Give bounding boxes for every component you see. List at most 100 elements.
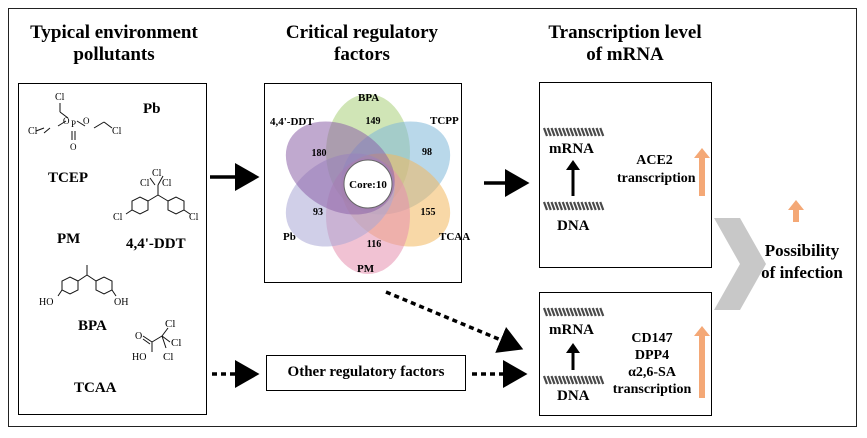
tcep-structure [35,103,113,140]
venn-label-tcpp: TCPP [430,115,459,127]
factors-header-line1: Critical regulatory [285,22,439,43]
helix-stroke [546,201,552,211]
bpa-ho: HO [39,297,53,308]
chevron-right-icon [714,218,766,310]
helix-stroke [591,375,597,385]
helix-stroke [576,307,582,317]
helix-stroke [542,201,549,211]
cd147-line1: CD147 [631,331,673,346]
transcription-header-line2: of mRNA [586,44,664,65]
tcep-p: P [71,119,76,129]
tcaa-o: O [135,331,142,342]
cd147-line2: DPP4 [634,348,670,363]
ace2-line1: ACE2 [636,153,673,168]
helix-stroke [565,127,571,137]
helix-stroke [587,375,594,385]
cd147-text: CD147 DPP4 α2,6-SA transcription [612,330,692,398]
helix-stroke [572,307,579,317]
helix-stroke [591,201,597,211]
tcaa-cl-top: Cl [165,318,175,330]
tcep-o-bottom: O [70,142,77,152]
upregulation-arrows [694,148,804,398]
helix-stroke [554,307,560,317]
helix-stroke [569,375,575,385]
venn-label-tcaa: TCAA [439,231,470,243]
helix-stroke [587,127,594,137]
tcep-o-left: O [63,116,70,126]
helix-stroke [550,201,556,211]
helix-stroke [576,375,582,385]
helix-stroke [599,375,605,385]
tcep-cl-top: Cl [55,92,65,103]
helix-stroke [599,307,605,317]
helix-stroke [587,201,594,211]
helix-stroke [584,127,590,137]
arrow-venn-to-cd147 [385,290,524,353]
helix-stroke [554,201,560,211]
helix-stroke [595,375,601,385]
ddt-cl-ring-left: Cl [113,212,123,223]
helix-stroke [572,375,579,385]
transcription-header: Transcription level of mRNA [520,22,730,66]
ddt-cl-left: Cl [140,178,150,189]
mrna-helix-ace2 [542,127,605,137]
pollutant-tcep: TCEP [48,170,89,186]
helix-stroke [595,307,601,317]
cd147-transcribe-arrowhead [566,343,580,353]
figure-frame [8,8,857,427]
helix-stroke [557,307,564,317]
bpa-oh: OH [114,297,128,308]
helix-stroke [542,307,549,317]
helix-stroke [557,127,564,137]
transcription-header-line1: Transcription level [548,22,702,43]
helix-stroke [595,201,601,211]
ace2-transcribe-arrowhead [566,160,580,170]
venn-count-ddt: 180 [312,148,327,159]
venn-count-bpa: 149 [366,116,381,127]
venn-core-label: Core:10 [349,179,387,191]
cd147-line3: α2,6-SA [628,365,676,380]
helix-stroke [584,375,590,385]
up-arrow-shaft [699,334,705,398]
venn-count-tcaa: 155 [421,207,436,218]
tcaa-structure [142,327,171,352]
pollutants-header: Typical environment pollutants [14,22,214,66]
other-factors-label: Other regulatory factors [287,364,445,380]
helix-stroke [554,127,560,137]
helix-stroke [580,375,586,385]
ddt-cl-right: Cl [162,178,172,189]
helix-stroke [561,127,567,137]
helix-stroke [546,375,552,385]
tcaa-ho: HO [132,352,146,363]
ace2-text: ACE2 transcription [617,152,696,188]
pollutant-bpa: BPA [78,318,107,334]
venn-label-ddt: 4,4'-DDT [270,116,314,128]
helix-stroke [561,307,567,317]
helix-stroke [569,307,575,317]
helix-stroke [557,375,564,385]
helix-stroke [542,375,549,385]
up-arrow-icon [694,148,710,158]
helix-stroke [572,201,579,211]
helix-stroke [561,201,567,211]
outcome-line1: Possibility [764,241,840,260]
cd147-mrna-label: mRNA [549,322,594,338]
helix-stroke [546,307,552,317]
factors-header: Critical regulatory factors [262,22,462,66]
ddt-structure [125,175,191,215]
helix-stroke [542,127,549,137]
helix-stroke [561,375,567,385]
ddt-cl-ring-right: Cl [189,212,199,223]
ace2-dna-label: DNA [557,218,590,234]
tcep-cl-left: Cl [28,126,38,137]
helix-stroke [550,307,556,317]
up-arrow-icon [694,326,710,336]
helix-stroke [569,201,575,211]
venn-label-pb: Pb [283,231,296,243]
helix-stroke [580,201,586,211]
helix-stroke [584,307,590,317]
helix-stroke [557,201,564,211]
